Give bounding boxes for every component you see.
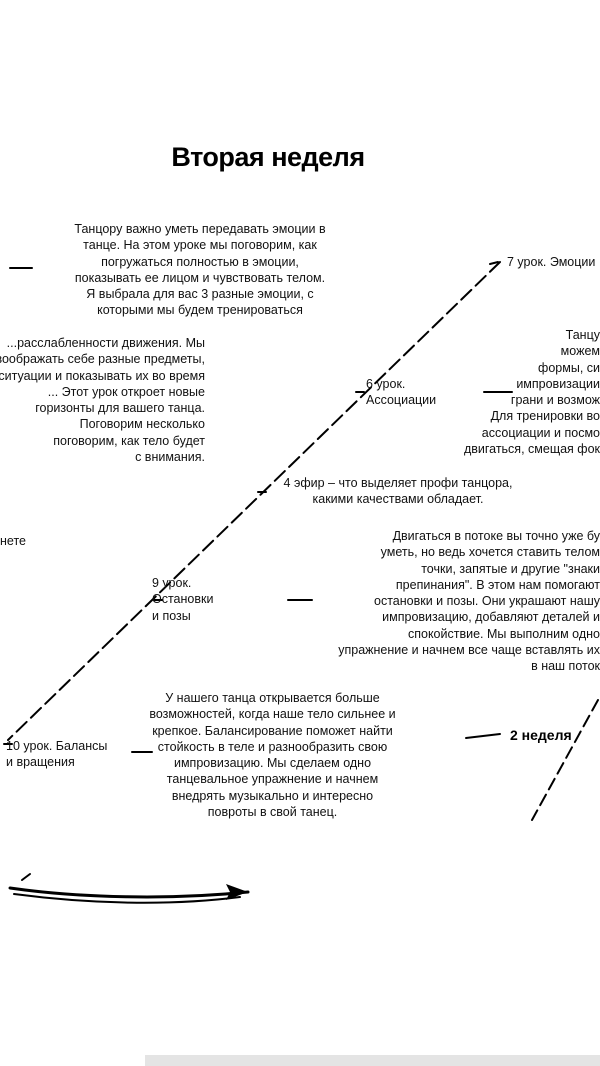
tick-lesson7 bbox=[489, 261, 499, 265]
balance-description: У нашего танца открывается больше возмож… bbox=[149, 691, 396, 820]
props-description: ...расслабленности движения. Мы вообража… bbox=[0, 336, 205, 465]
bottom-arrow-tick bbox=[21, 873, 31, 881]
lesson9-label: 9 урок. Остановки и позы bbox=[152, 576, 214, 623]
lesson7-label: 7 урок. Эмоции bbox=[507, 255, 596, 269]
main-diagonal-line bbox=[7, 261, 501, 741]
lesson10-label: 10 урок. Балансы и вращения bbox=[6, 739, 108, 770]
efir-description: 4 эфир – что выделяет профи танцора, как… bbox=[283, 476, 513, 507]
right-partial-text: Танцу можем формы, си импровизации грани… bbox=[463, 328, 600, 457]
emotions-description: Танцору важно уметь передавать эмоции в … bbox=[74, 222, 326, 318]
lesson6-label: 6 урок. Ассоциации bbox=[366, 377, 437, 408]
tick-week bbox=[465, 733, 501, 739]
bottom-bar bbox=[145, 1055, 600, 1066]
arrow-head-icon bbox=[226, 884, 248, 900]
right-diagonal-line bbox=[531, 699, 599, 821]
flow-description: Двигаться в потоке вы точно уже бу уметь… bbox=[338, 529, 600, 674]
week-marker: 2 неделя bbox=[510, 727, 572, 743]
bottom-arrow-line-2 bbox=[13, 893, 241, 904]
left-partial-text: нете bbox=[0, 534, 26, 548]
bottom-arrow-line bbox=[8, 886, 250, 899]
page-title: Вторая неделя bbox=[171, 142, 365, 172]
